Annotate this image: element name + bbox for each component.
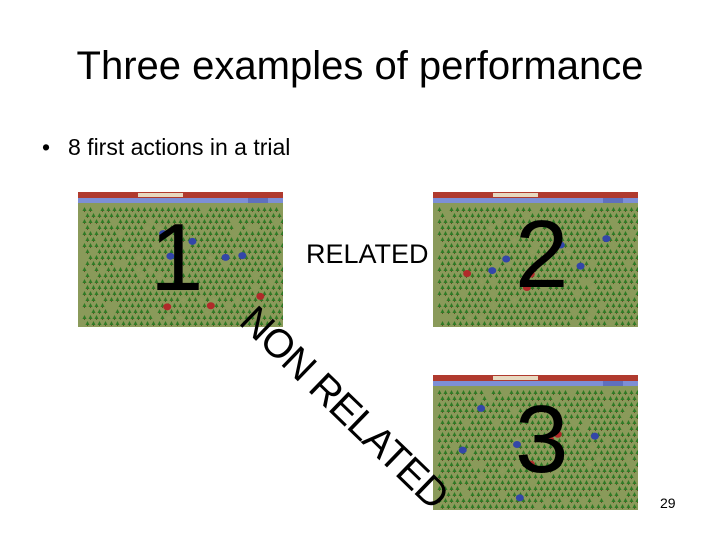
game-screenshot-3 — [433, 375, 638, 510]
game-screenshot-2 — [433, 192, 638, 327]
game-board-picture — [433, 375, 638, 510]
bullet-text: 8 first actions in a trial — [68, 134, 291, 160]
game-board-picture — [433, 192, 638, 327]
example-number-2: 2 — [515, 201, 569, 308]
bullet-marker: • — [42, 134, 51, 160]
related-label: RELATED — [306, 239, 429, 269]
bullet-item: • 8 first actions in a trial — [42, 133, 290, 161]
game-screenshot-1 — [78, 192, 283, 327]
page-number: 29 — [660, 495, 676, 511]
game-board-picture — [78, 192, 283, 327]
non-related-label: NON RELATED — [231, 298, 457, 518]
slide-title: Three examples of performance — [76, 44, 644, 88]
example-number-1: 1 — [150, 204, 204, 311]
example-number-3: 3 — [515, 386, 569, 493]
